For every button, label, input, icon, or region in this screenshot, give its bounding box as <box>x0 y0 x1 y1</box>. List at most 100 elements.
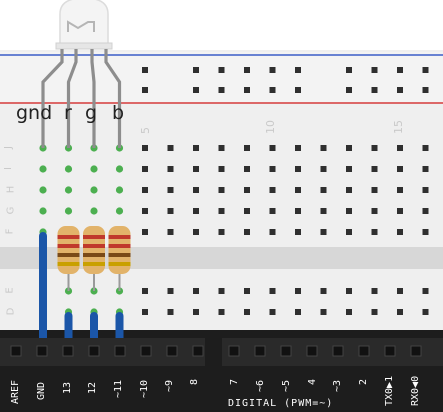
terminal-hole <box>142 288 148 294</box>
header-pin <box>36 345 48 357</box>
rail-hole <box>397 67 403 73</box>
terminal-hole <box>167 288 174 294</box>
connected-hole <box>90 207 98 215</box>
resistor-band <box>57 244 80 248</box>
terminal-hole <box>320 288 327 294</box>
connected-hole <box>115 207 124 215</box>
header-pin <box>410 345 422 357</box>
rgb-led <box>41 0 122 148</box>
rail-hole <box>244 87 250 93</box>
rail-hole <box>218 87 225 93</box>
rail-hole <box>193 87 199 93</box>
terminal-hole <box>193 288 199 294</box>
terminal-hole <box>167 208 174 214</box>
power-rail-holes <box>142 67 429 93</box>
rail-hole <box>346 87 352 93</box>
header-pin <box>88 345 100 357</box>
resistor-band <box>108 262 131 266</box>
rail-hole <box>269 67 276 73</box>
header-pin <box>332 345 344 357</box>
connected-hole <box>39 207 47 215</box>
terminal-hole <box>346 187 352 193</box>
rail-hole <box>371 67 378 73</box>
terminal-hole <box>218 187 225 193</box>
arduino-header-pins <box>0 338 443 366</box>
terminal-hole <box>218 166 225 172</box>
terminal-hole <box>397 166 403 172</box>
terminal-hole <box>397 309 403 315</box>
terminal-hole <box>397 145 403 151</box>
terminal-hole <box>371 288 378 294</box>
connected-hole <box>64 207 73 215</box>
rail-hole <box>142 87 148 93</box>
terminal-hole <box>244 229 250 235</box>
terminal-hole <box>269 166 276 172</box>
terminal-hole <box>295 166 301 172</box>
led-lead <box>104 49 122 148</box>
terminal-hole <box>142 145 148 151</box>
terminal-hole <box>244 166 250 172</box>
terminal-hole <box>371 145 378 151</box>
header-pin <box>192 345 204 357</box>
connected-hole <box>64 186 73 194</box>
terminal-hole <box>193 187 199 193</box>
led-lead <box>66 49 78 148</box>
terminal-holes <box>142 145 429 315</box>
terminal-hole <box>346 229 352 235</box>
terminal-hole <box>346 166 352 172</box>
resistor-band <box>83 244 105 248</box>
terminal-hole <box>320 309 327 315</box>
rail-hole <box>244 67 250 73</box>
terminal-hole <box>346 208 352 214</box>
rail-hole <box>422 87 429 93</box>
terminal-hole <box>371 166 378 172</box>
rail-hole <box>422 67 429 73</box>
resistor-band <box>57 253 80 257</box>
connected-hole <box>90 165 98 173</box>
resistor-band <box>57 262 80 266</box>
terminal-hole <box>167 229 174 235</box>
terminal-hole <box>142 166 148 172</box>
terminal-hole <box>218 229 225 235</box>
connected-hole <box>115 186 124 194</box>
terminal-hole <box>142 309 148 315</box>
terminal-hole <box>397 229 403 235</box>
header-pin <box>280 345 292 357</box>
resistors <box>57 226 131 291</box>
terminal-hole <box>320 187 327 193</box>
terminal-hole <box>371 208 378 214</box>
header-pin <box>140 345 152 357</box>
gnd-wire <box>39 232 47 352</box>
resistor-band <box>57 235 80 239</box>
rail-hole <box>269 87 276 93</box>
rail-hole <box>295 87 301 93</box>
led-dome <box>59 0 109 46</box>
terminal-hole <box>346 288 352 294</box>
terminal-hole <box>269 187 276 193</box>
resistor-band <box>108 253 131 257</box>
rail-hole <box>346 67 352 73</box>
connected-hole <box>90 186 98 194</box>
terminal-hole <box>320 208 327 214</box>
terminal-hole <box>422 288 429 294</box>
rail-hole <box>218 67 225 73</box>
terminal-hole <box>142 229 148 235</box>
led-rim <box>55 42 113 50</box>
resistor-body <box>57 226 80 274</box>
terminal-hole <box>244 145 250 151</box>
terminal-hole <box>269 288 276 294</box>
terminal-hole <box>295 288 301 294</box>
terminal-hole <box>244 208 250 214</box>
rail-hole <box>193 67 199 73</box>
terminal-hole <box>193 145 199 151</box>
header-pin <box>306 345 318 357</box>
terminal-hole <box>320 166 327 172</box>
terminal-hole <box>167 166 174 172</box>
terminal-hole <box>218 309 225 315</box>
terminal-hole <box>346 309 352 315</box>
terminal-hole <box>397 288 403 294</box>
terminal-hole <box>320 145 327 151</box>
terminal-hole <box>397 208 403 214</box>
terminal-hole <box>422 309 429 315</box>
